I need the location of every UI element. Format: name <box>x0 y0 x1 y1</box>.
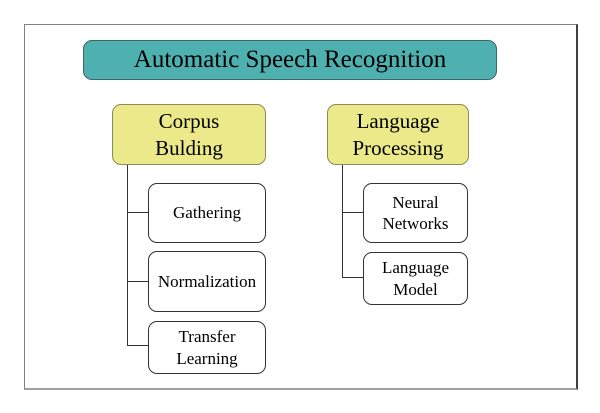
leaf-node-gathering: Gathering <box>148 183 266 243</box>
connector-vertical-corpus <box>127 165 128 346</box>
leaf-node-label: Gathering <box>173 203 241 223</box>
connector-transfer-learning <box>127 345 148 346</box>
connector-language-model <box>342 277 363 278</box>
branch-node-label: Language Processing <box>352 109 444 160</box>
connector-neural-networks <box>342 212 363 213</box>
branch-node-corpus-building: Corpus Bulding <box>112 104 266 165</box>
branch-node-language-processing: Language Processing <box>327 104 469 165</box>
slide-frame <box>24 24 578 390</box>
connector-gathering <box>127 212 148 213</box>
root-node-label: Automatic Speech Recognition <box>133 46 447 73</box>
connector-normalization <box>127 281 148 282</box>
leaf-node-label: Language Model <box>381 258 450 299</box>
branch-node-label: Corpus Bulding <box>155 109 223 160</box>
leaf-node-label: Transfer Learning <box>176 327 238 368</box>
leaf-node-transfer-learning: Transfer Learning <box>148 321 266 374</box>
root-node: Automatic Speech Recognition <box>83 40 497 80</box>
connector-vertical-language <box>342 165 343 278</box>
leaf-node-label: Normalization <box>157 271 257 291</box>
leaf-node-label: Neural Networks <box>382 192 449 233</box>
leaf-node-language-model: Language Model <box>363 252 468 305</box>
leaf-node-neural-networks: Neural Networks <box>363 183 468 243</box>
leaf-node-normalization: Normalization <box>148 251 266 312</box>
